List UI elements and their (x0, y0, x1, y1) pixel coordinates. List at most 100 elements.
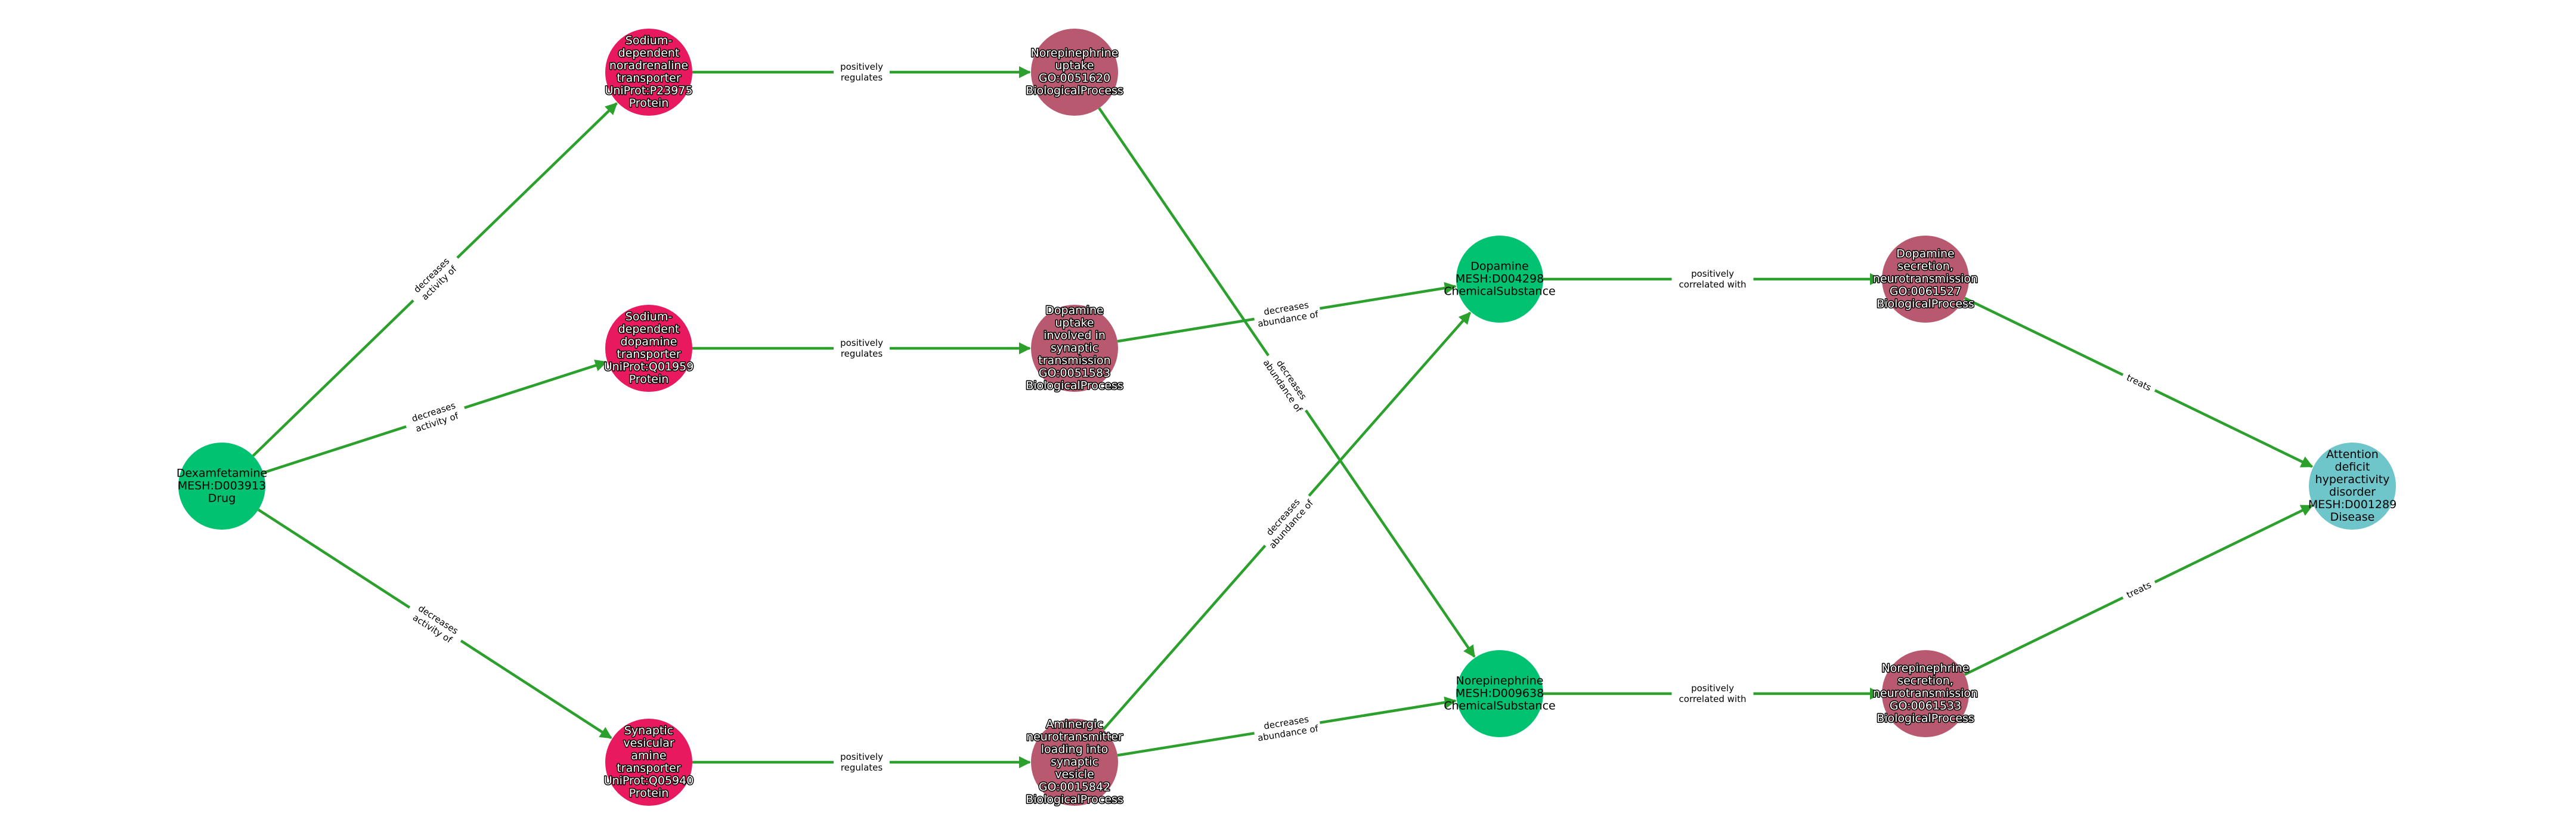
node-label-line: loading into (1041, 743, 1108, 756)
node-label-line: synaptic (1051, 342, 1098, 355)
node-label-line: Drug (208, 492, 236, 505)
edge-label-text: positively (840, 752, 883, 762)
edge-label-background (2120, 369, 2158, 397)
node-label-line: MESH:D003913 (178, 480, 266, 493)
node-ne[interactable]: NorepinephrineMESH:D009638ChemicalSubsta… (1444, 650, 1556, 737)
node-net[interactable]: Sodium-dependentnoradrenalinetransporter… (604, 29, 693, 116)
node-label-line: transporter (617, 348, 680, 361)
edge-label-text: positively (840, 61, 883, 72)
node-label-line: Sodium- (626, 34, 672, 47)
node-label-line: MESH:D009638 (1456, 687, 1544, 700)
node-dasec[interactable]: Dopaminesecretion,neurotransmissionGO:00… (1872, 236, 1979, 323)
node-circle[interactable] (178, 443, 265, 530)
edge-label-background (1256, 488, 1318, 553)
edge-label-text: positively (840, 338, 883, 348)
node-label-line: BiologicalProcess (1877, 298, 1974, 311)
node-label-line: noradrenaline (609, 59, 688, 72)
edge-label-background (1258, 348, 1316, 418)
node-label-line: neurotransmitter (1026, 731, 1123, 744)
edge-label: treats (2120, 369, 2158, 397)
node-label-line: BiologicalProcess (1026, 84, 1123, 97)
node-label-line: GO:0061527 (1890, 285, 1961, 298)
node-circle[interactable] (1031, 29, 1118, 116)
edge-label-text: positively (1691, 268, 1734, 279)
edge-label-background (834, 336, 890, 360)
edges-layer (252, 66, 2314, 769)
edge-label-background (1671, 682, 1754, 706)
edge-label-text: regulates (841, 72, 883, 83)
node-label-line: neurotransmission (1873, 273, 1978, 286)
node-circle[interactable] (1031, 305, 1118, 392)
node-circle[interactable] (1456, 650, 1543, 737)
node-label-line: disorder (2329, 485, 2376, 499)
node-label-line: vesicle (1055, 768, 1094, 781)
node-label-line: Norepinephrine (1882, 662, 1970, 675)
node-label-line: GO:0051583 (1039, 367, 1110, 380)
node-label-line: MESH:D001289 (2308, 498, 2397, 511)
node-label-line: Sodium- (626, 310, 672, 323)
node-label-line: Dexamfetamine (177, 467, 267, 480)
node-label-line: Protein (629, 373, 669, 386)
edge-label-text: positively (1691, 683, 1734, 694)
node-label-line: BiologicalProcess (1877, 712, 1974, 725)
node-nesec[interactable]: Norepinephrinesecretion,neurotransmissio… (1872, 650, 1979, 737)
node-label-line: GO:0061533 (1890, 700, 1961, 713)
node-label-line: secretion, (1897, 675, 1953, 688)
node-label-line: BiologicalProcess (1026, 379, 1123, 392)
node-label-line: Dopamine (1896, 248, 1954, 261)
node-circle[interactable] (605, 719, 692, 806)
node-label-line: UniProt:P23975 (605, 84, 692, 97)
node-label-line: vesicular (623, 737, 674, 750)
node-label-line: involved in (1044, 329, 1106, 342)
node-label-line: Norepinephrine (1456, 675, 1544, 688)
node-label-line: BiologicalProcess (1026, 793, 1123, 806)
edge-label-background (1252, 296, 1322, 331)
node-label-line: deficit (2335, 460, 2370, 474)
edge-label-text: correlated with (1679, 694, 1747, 704)
node-label-line: Attention (2326, 448, 2379, 461)
node-label-line: ChemicalSubstance (1444, 700, 1556, 713)
node-circle[interactable] (1882, 236, 1969, 323)
node-label-line: transmission (1038, 354, 1110, 367)
edge-label-text: regulates (841, 762, 883, 773)
node-label-line: UniProt:Q05940 (604, 774, 694, 787)
node-neup[interactable]: NorepinephrineuptakeGO:0051620Biological… (1025, 29, 1124, 116)
node-circle[interactable] (605, 305, 692, 392)
node-label-line: UniProt:Q01959 (604, 360, 694, 373)
node-circle[interactable] (605, 29, 692, 116)
node-adhd[interactable]: AttentiondeficithyperactivitydisorderMES… (2308, 443, 2397, 530)
node-circle[interactable] (1882, 650, 1969, 737)
node-label-line: Disease (2330, 511, 2375, 524)
edge-label-text: correlated with (1679, 279, 1747, 290)
node-circle[interactable] (1456, 236, 1543, 323)
node-circle[interactable] (2309, 443, 2396, 530)
node-label-line: hyperactivity (2315, 473, 2390, 486)
node-dat[interactable]: Sodium-dependentdopaminetransporterUniPr… (603, 305, 695, 392)
edge-label-background (403, 597, 467, 651)
edge-label-text: treats (2125, 579, 2153, 600)
node-label-line: uptake (1055, 317, 1094, 330)
node-vmat[interactable]: SynapticvesicularaminetransporterUniProt… (603, 719, 695, 806)
edge-label-text: regulates (841, 348, 883, 359)
edge-label-text: treats (2125, 372, 2153, 393)
node-label-line: neurotransmission (1873, 687, 1978, 700)
node-circle[interactable] (1031, 719, 1118, 806)
node-label-line: transporter (617, 72, 680, 85)
